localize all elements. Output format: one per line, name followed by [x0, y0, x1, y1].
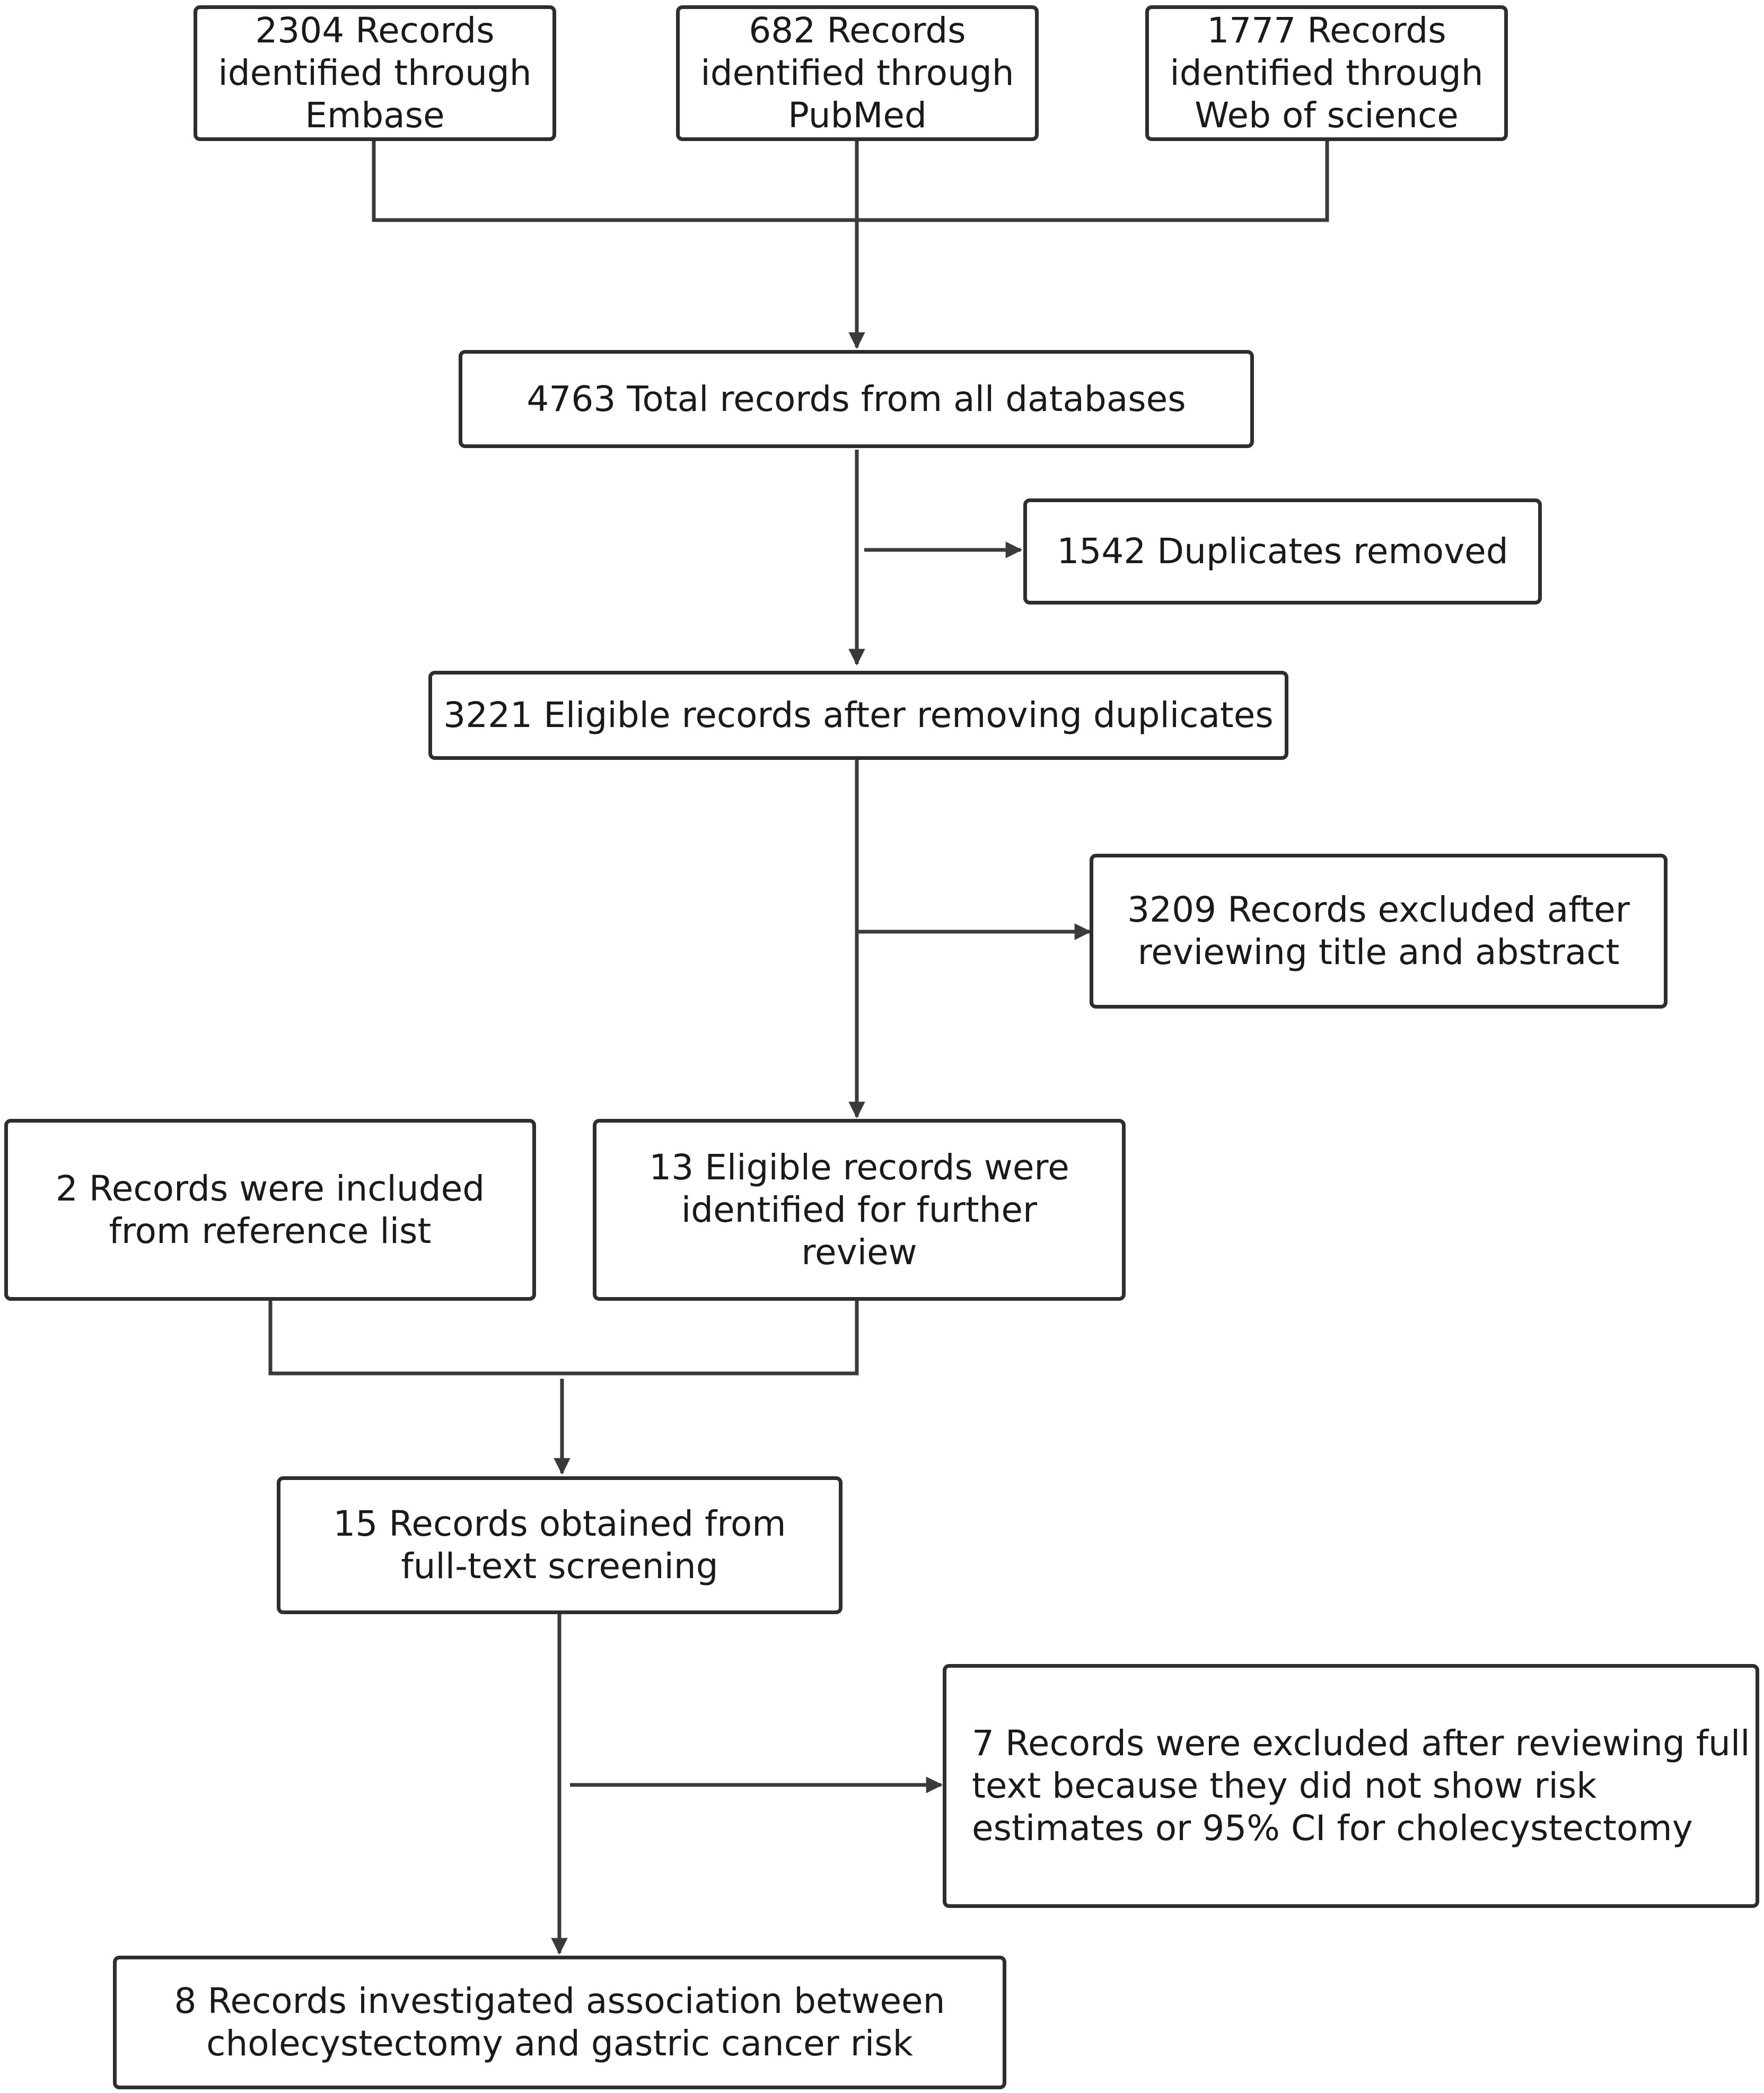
eligible-records-box: 3221 Eligible records after removing dup…	[428, 671, 1288, 760]
box-text-line: 3221 Eligible records after removing dup…	[443, 695, 1274, 735]
pubmed-records-box: 682 Records identified through PubMed	[676, 5, 1039, 141]
total-records-box: 4763 Total records from all databases	[459, 350, 1254, 448]
box-text-line: from reference list	[109, 1210, 432, 1251]
box-text-line: reviewing title and abstract	[1137, 932, 1620, 973]
merge-review-line	[268, 1299, 859, 1376]
box-text-line: identified for further	[681, 1189, 1038, 1230]
fulltext-screening-box: 15 Records obtained from full-text scree…	[277, 1476, 842, 1614]
box-text-line: 1542 Duplicates removed	[1057, 531, 1508, 572]
box-text-line: 3209 Records excluded after	[1127, 889, 1630, 930]
box-text-line: identified through	[700, 52, 1014, 93]
box-text-line: 15 Records obtained from	[333, 1503, 786, 1544]
box-text-line: cholecystectomy and gastric cancer risk	[206, 2023, 913, 2064]
final-records-box: 8 Records investigated association betwe…	[113, 1956, 1006, 2089]
further-review-box: 13 Eligible records were identified for …	[593, 1119, 1126, 1301]
box-text-line: 8 Records investigated association betwe…	[174, 1981, 945, 2021]
merge-sources-line	[372, 139, 1329, 222]
excluded-fulltext-box: 7 Records were excluded after reviewing …	[943, 1664, 1759, 1908]
box-text-line: PubMed	[788, 95, 927, 136]
box-text-line: text because they did not show risk	[972, 1765, 1597, 1806]
box-text-line: identified through	[218, 52, 532, 93]
wos-records-box: 1777 Records identified through Web of s…	[1145, 5, 1508, 141]
excluded-title-abstract-box: 3209 Records excluded after reviewing ti…	[1090, 854, 1668, 1009]
box-text-line: 1777 Records	[1207, 10, 1446, 51]
box-text-line: 7 Records were excluded after reviewing …	[972, 1723, 1750, 1764]
box-text-line: 2304 Records	[255, 10, 495, 51]
reference-list-box: 2 Records were included from reference l…	[4, 1119, 536, 1301]
box-text-line: 13 Eligible records were	[649, 1146, 1069, 1188]
box-text-line: estimates or 95% CI for cholecystectomy	[972, 1808, 1693, 1849]
box-text-line: full-text screening	[401, 1546, 718, 1587]
box-text-line: review	[801, 1231, 917, 1273]
embase-records-box: 2304 Records identified through Embase	[194, 5, 556, 141]
box-text-line: identified through	[1170, 52, 1484, 93]
box-text-line: 2 Records were included	[55, 1168, 485, 1209]
box-text-line: 682 Records	[749, 10, 966, 51]
box-text-line: Embase	[305, 95, 445, 136]
duplicates-removed-box: 1542 Duplicates removed	[1023, 498, 1542, 605]
box-text-line: Web of science	[1195, 95, 1459, 136]
box-text-line: 4763 Total records from all databases	[526, 378, 1186, 419]
